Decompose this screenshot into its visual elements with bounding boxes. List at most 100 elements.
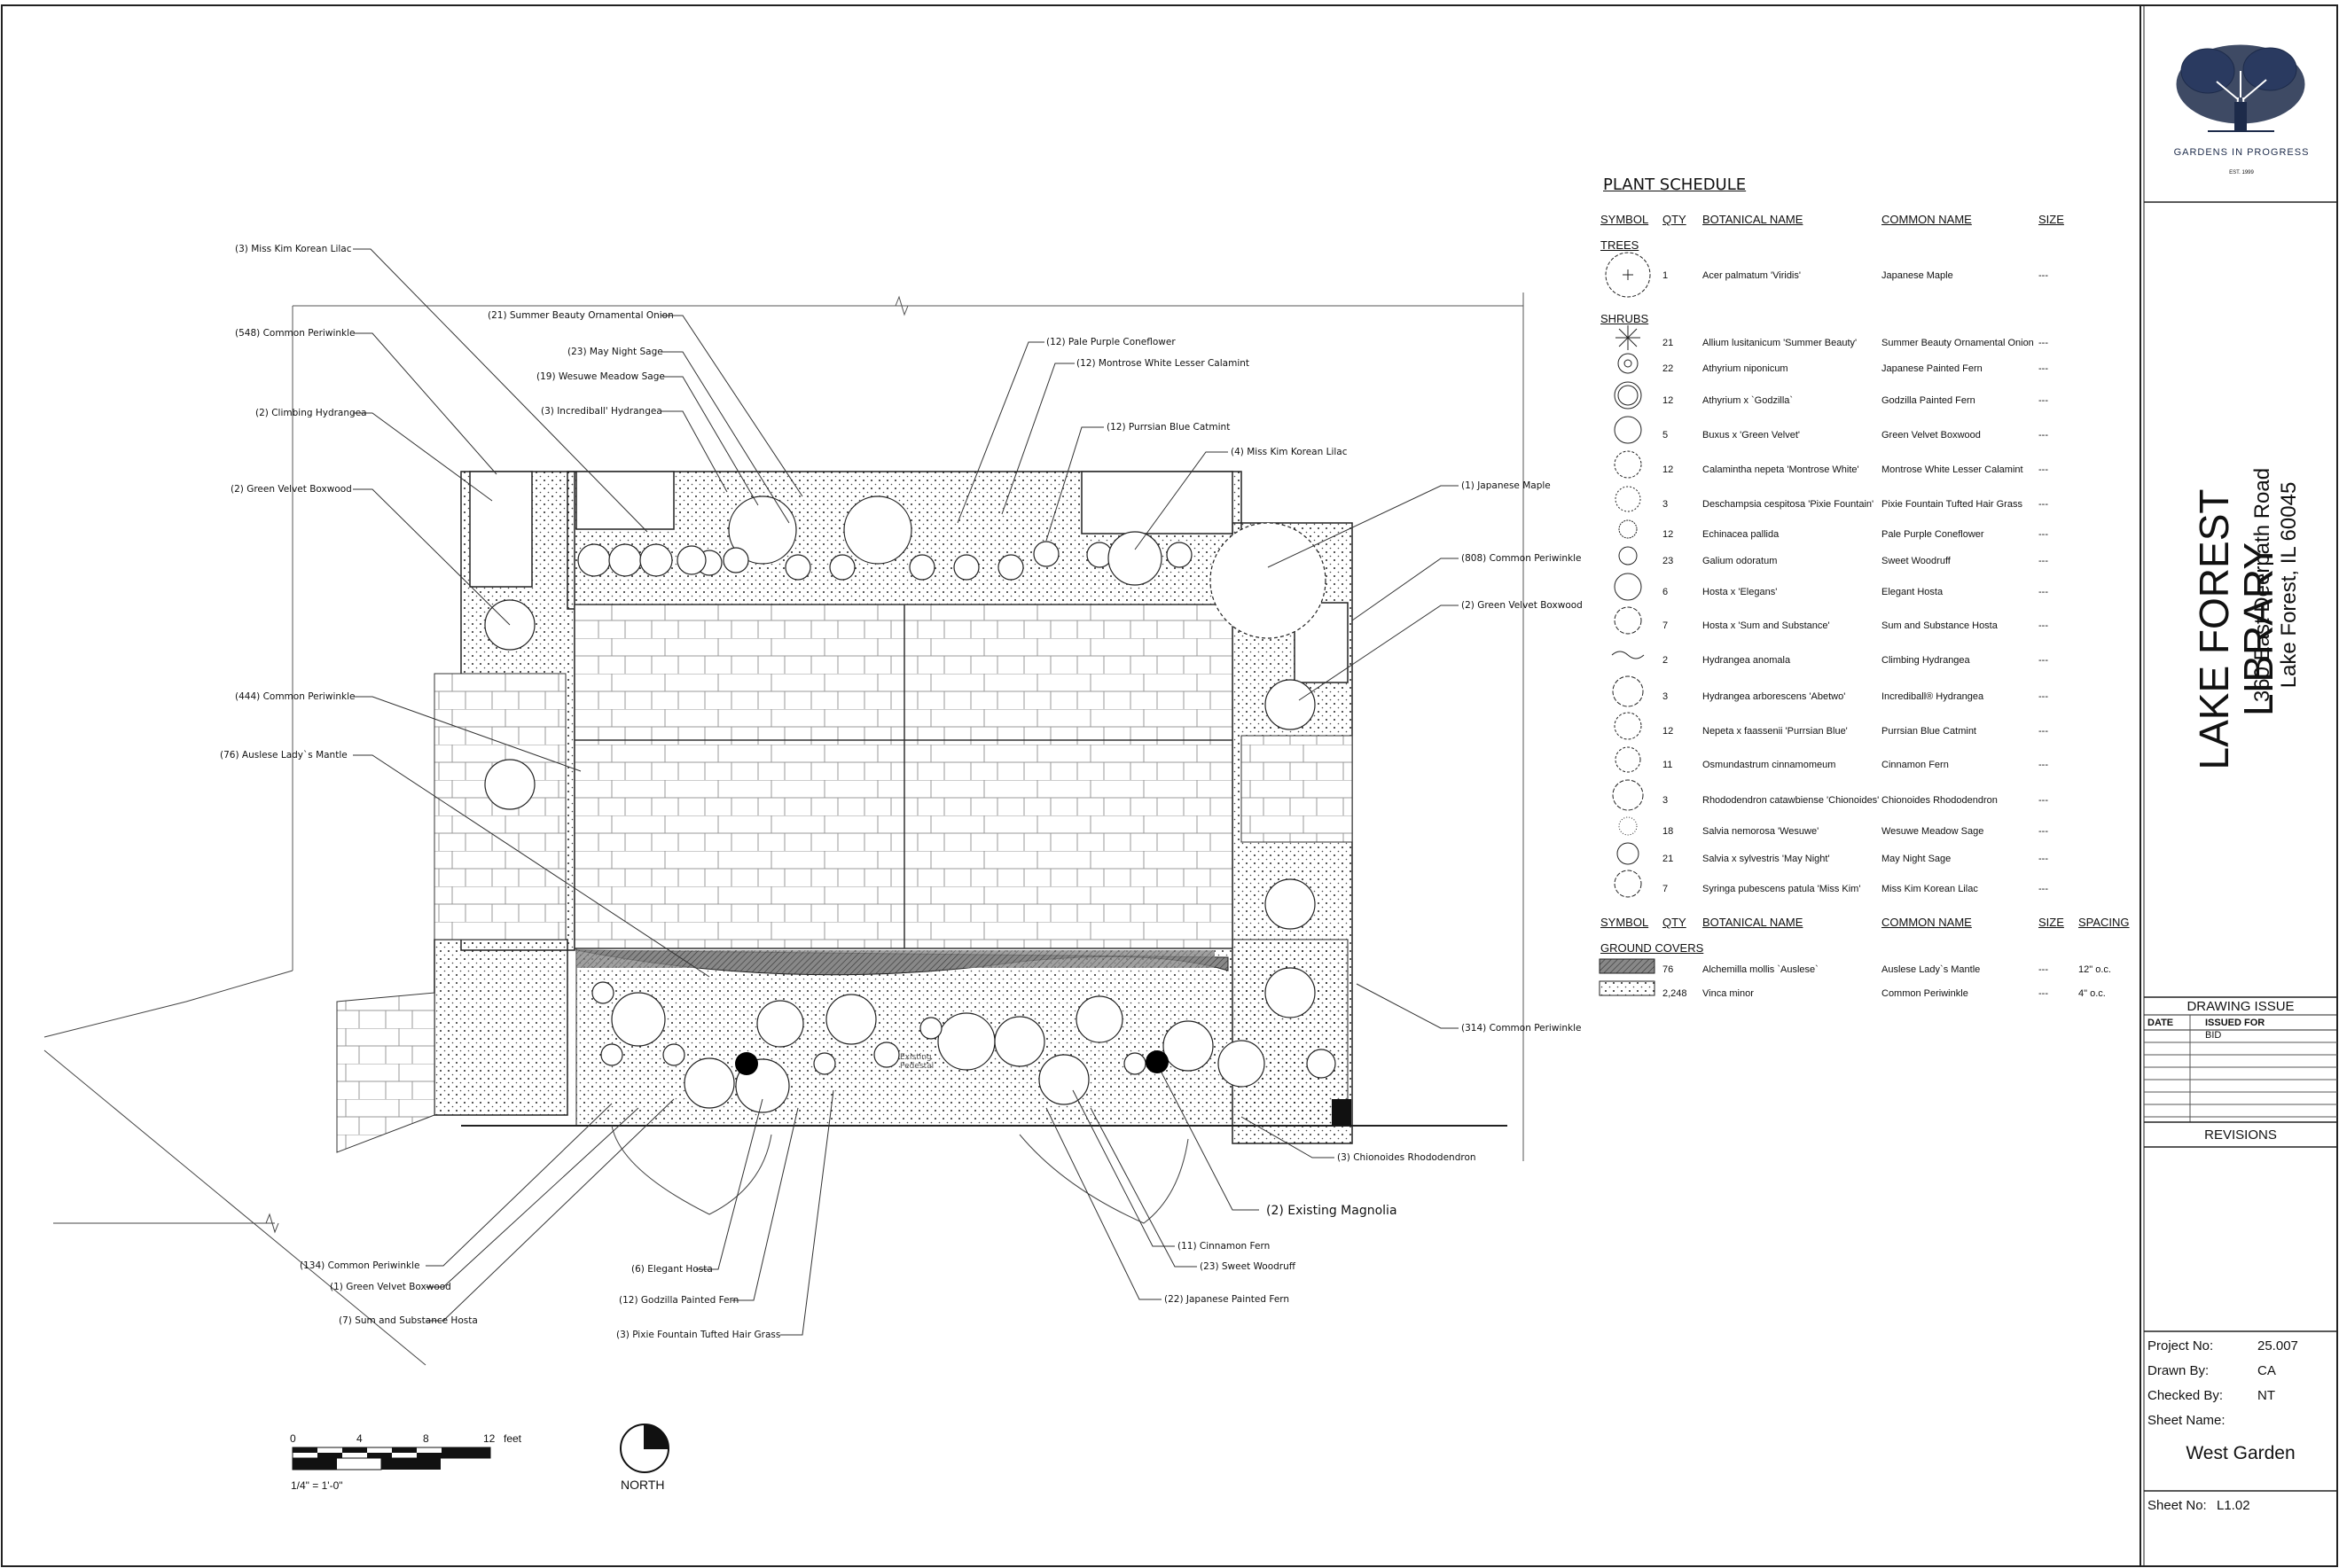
schedule-cell-qty: 3 [1662,691,1669,702]
schedule-cell-botanical: Echinacea pallida [1702,529,1780,540]
sheet-name-label: Sheet Name: [2147,1413,2226,1428]
callout-top: (19) Wesuwe Meadow Sage [536,371,665,382]
schedule-header-size: SIZE [2038,213,2064,226]
callout-left: (2) Climbing Hydrangea [255,408,367,418]
schedule-cell-qty: 2 [1662,655,1669,666]
schedule-cell-size: --- [2038,556,2048,566]
schedule-cell-common: Godzilla Painted Fern [1881,395,1975,406]
callout-top: (21) Summer Beauty Ornamental Onion [488,310,674,321]
sheet-no-label: Sheet No: [2147,1498,2207,1513]
ground-covers-label: GROUND COVERS [1600,941,1704,955]
revisions-title: REVISIONS [2204,1127,2277,1143]
project-address: 360 East Deerpath Road [2250,467,2274,703]
project-no: 25.007 [2257,1338,2298,1353]
schedule-cell-botanical: Hydrangea arborescens 'Abetwo' [1702,691,1846,702]
schedule-cell-size: --- [2038,726,2048,737]
schedule-cell-botanical: Osmundastrum cinnamomeum [1702,760,1836,770]
scale-unit: feet [504,1432,522,1445]
schedule-cell-qty: 12 [1662,726,1674,737]
schedule-cell-common: Pale Purple Coneflower [1881,529,1984,540]
scale-tick-8: 8 [423,1432,429,1445]
firm-name: GARDENS IN PROGRESS [2173,147,2310,158]
existing-pedestal-label: Existing Pedestal [900,1053,935,1071]
schedule-cell-qty: 6 [1662,587,1669,597]
schedule-cell-size: --- [2038,363,2048,374]
scale-tick-12: 12 [483,1432,496,1445]
schedule-cell-common: Climbing Hydrangea [1881,655,1970,666]
schedule-cell-common: May Night Sage [1881,854,1952,864]
scale-bar [292,1447,491,1470]
schedule-cell-size: --- [2038,338,2048,348]
schedule-cell-size: --- [2038,795,2048,806]
schedule-cell-size: --- [2038,854,2048,864]
schedule-cell-spacing: 12" o.c. [2078,964,2111,975]
schedule-header2-botanical: BOTANICAL NAME [1702,916,1803,929]
oak-tree-logo [2176,44,2305,132]
shrubs-label: SHRUBS [1600,312,1649,325]
schedule-cell-size: --- [2038,826,2048,837]
schedule-cell-qty: 23 [1662,556,1674,566]
schedule-cell-size: --- [2038,430,2048,441]
callout-top: (23) May Night Sage [567,347,663,357]
callout-bottom-mid: (3) Pixie Fountain Tufted Hair Grass [616,1330,781,1340]
schedule-cell-botanical: Galium odoratum [1702,556,1778,566]
schedule-cell-botanical: Alchemilla mollis `Auslese` [1702,964,1819,975]
scale-tick-4: 4 [356,1432,363,1445]
callout-left: (548) Common Periwinkle [235,328,356,339]
project-no-label: Project No: [2147,1338,2214,1353]
callout-bottom-left: (134) Common Periwinkle [300,1260,420,1271]
callout-right: (3) Chionoides Rhododendron [1337,1152,1476,1163]
schedule-cell-size: --- [2038,620,2048,631]
schedule-cell-common: Japanese Maple [1881,270,1953,281]
schedule-header2-symbol: SYMBOL [1600,916,1649,929]
schedule-cell-botanical: Buxus x 'Green Velvet' [1702,430,1800,441]
callout-right: (1) Japanese Maple [1461,480,1551,491]
schedule-cell-common: Sweet Woodruff [1881,556,1951,566]
schedule-cell-qty: 5 [1662,430,1669,441]
callout-top: (4) Miss Kim Korean Lilac [1231,447,1348,457]
drawn-by-label: Drawn By: [2147,1363,2210,1378]
callout-bottom-right: (11) Cinnamon Fern [1177,1241,1271,1252]
schedule-cell-botanical: Athyrium niponicum [1702,363,1788,374]
schedule-cell-botanical: Salvia nemorosa 'Wesuwe' [1702,826,1819,837]
scale-ratio: 1/4" = 1'-0" [291,1479,343,1492]
callout-top: (12) Montrose White Lesser Calamint [1076,358,1250,369]
schedule-cell-qty: 2,248 [1662,988,1687,999]
schedule-cell-botanical: Syringa pubescens patula 'Miss Kim' [1702,884,1861,894]
schedule-cell-size: --- [2038,964,2048,975]
schedule-cell-common: Japanese Painted Fern [1881,363,1983,374]
schedule-cell-qty: 7 [1662,620,1669,631]
callout-left: (3) Miss Kim Korean Lilac [235,244,352,254]
sheet-no: L1.02 [2217,1498,2250,1513]
existing-magnolia-label: (2) Existing Magnolia [1266,1204,1397,1218]
schedule-cell-size: --- [2038,529,2048,540]
firm-established: EST. 1999 [2229,170,2254,176]
schedule-cell-common: Wesuwe Meadow Sage [1881,826,1984,837]
schedule-cell-common: Summer Beauty Ornamental Onion [1881,338,2034,348]
schedule-row: 23 Galium odoratum Sweet Woodruff --- [0,550,2128,575]
schedule-cell-common: Purrsian Blue Catmint [1881,726,1976,737]
schedule-cell-common: Miss Kim Korean Lilac [1881,884,1978,894]
callout-top: (3) Incrediball' Hydrangea [541,406,662,417]
schedule-cell-size: --- [2038,691,2048,702]
sheet-name: West Garden [2186,1443,2296,1463]
callout-bottom-mid: (12) Godzilla Painted Fern [619,1295,739,1306]
schedule-cell-botanical: Hosta x 'Sum and Substance' [1702,620,1830,631]
callout-right: (2) Green Velvet Boxwood [1461,600,1583,611]
schedule-cell-common: Elegant Hosta [1881,587,1944,597]
schedule-cell-botanical: Acer palmatum 'Viridis' [1702,270,1801,281]
